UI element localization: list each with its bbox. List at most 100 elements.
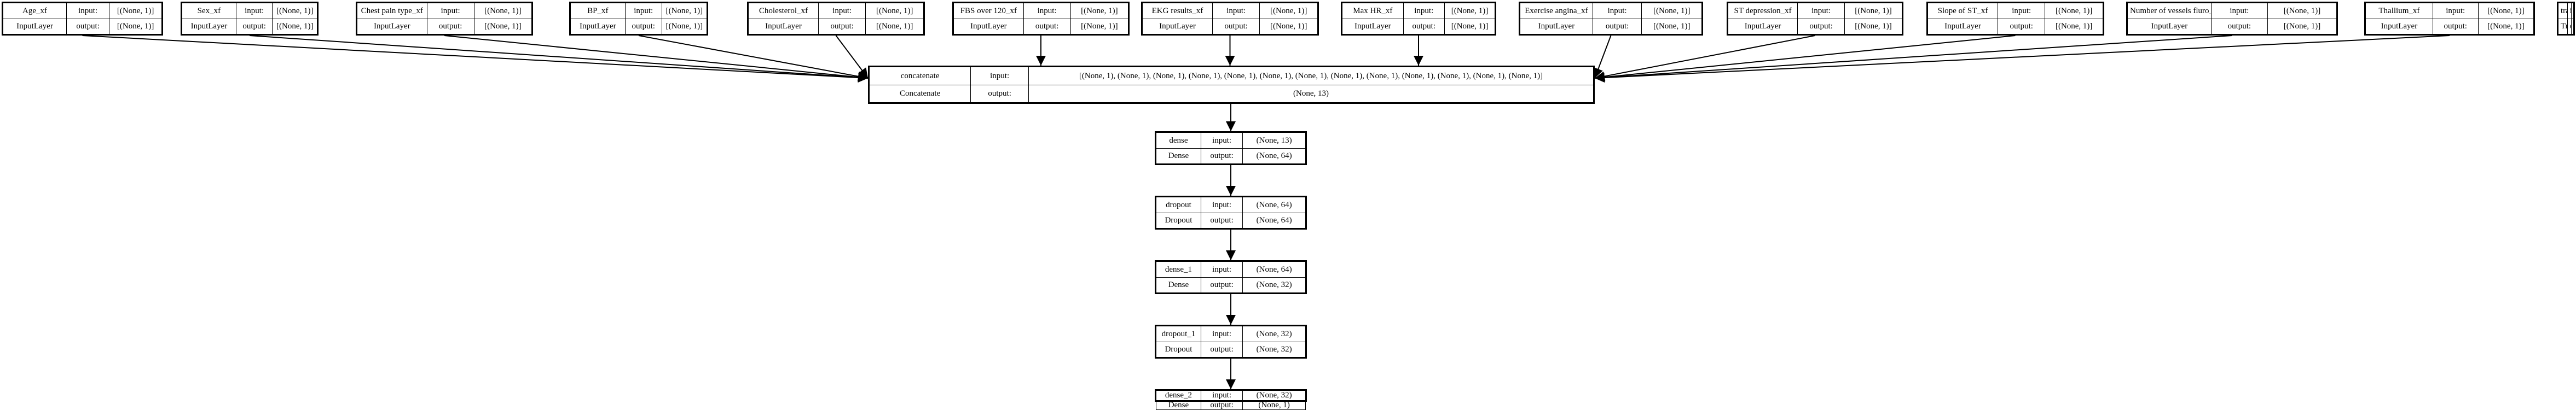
input-label: input: xyxy=(1212,3,1260,19)
layer-type: Dense xyxy=(1156,400,1201,410)
output-shape: [(None, 1)] xyxy=(1844,18,1902,34)
input-label: input: xyxy=(818,3,866,19)
input-shape: [(None, 1)] xyxy=(1070,3,1129,19)
input-label: input: xyxy=(1403,3,1445,19)
output-label: output: xyxy=(2210,18,2268,34)
layer-type: InputLayer xyxy=(1927,18,1998,34)
layer-type: InputLayer xyxy=(182,18,236,34)
input-label: input: xyxy=(624,3,662,19)
output-label: output: xyxy=(1200,277,1243,293)
output-shape: [(None, 1)] xyxy=(2267,18,2337,34)
input-label: input: xyxy=(1200,197,1243,213)
output-label: output: xyxy=(1403,18,1445,34)
layer-type: InputLayer xyxy=(1342,18,1404,34)
layer-name: EKG results_xf xyxy=(1142,3,1213,19)
output-shape: [(None, 1)] xyxy=(865,18,924,34)
layer-type: InputLayer xyxy=(1142,18,1213,34)
input-label: input: xyxy=(2210,3,2268,19)
layer-type: InputLayer xyxy=(1520,18,1593,34)
output-label: output: xyxy=(66,18,110,34)
output-shape: (None, 64) xyxy=(1242,148,1306,164)
input-shape: [(None, 1)] xyxy=(1444,3,1496,19)
input-label: input: xyxy=(1023,3,1071,19)
layer-name: Age_xf xyxy=(3,3,67,19)
layer-type: InputLayer xyxy=(1727,18,1798,34)
input-label: input: xyxy=(1200,326,1243,342)
layer-type: InputLayer xyxy=(357,18,427,34)
output-shape: [(None, 1)] xyxy=(1070,18,1129,34)
edge-input-12 xyxy=(1594,35,2450,83)
layer-type: InputLayer xyxy=(3,18,67,34)
edge-input-4 xyxy=(835,35,869,79)
input-label: input: xyxy=(970,67,1029,85)
layer-name: Max HR_xf xyxy=(1342,3,1404,19)
edge-input-3 xyxy=(638,35,869,81)
input-label: input: xyxy=(1200,261,1243,278)
layer-name: transform_features_layer xyxy=(2558,3,2568,19)
input-shape: [(None, 1)] xyxy=(2477,3,2534,19)
input-label: input: xyxy=(426,3,474,19)
layer-name: Exercise angina_xf xyxy=(1520,3,1593,19)
input-shape: [(None, 1)] xyxy=(1641,3,1702,19)
input-label: input: xyxy=(1200,132,1243,149)
output-label: output: xyxy=(1997,18,2046,34)
input-label: input: xyxy=(66,3,110,19)
output-shape: [(None, 1)] xyxy=(1444,18,1496,34)
output-shape: ? xyxy=(2571,18,2574,34)
layer-type: InputLayer xyxy=(953,18,1024,34)
input-label: input: xyxy=(2432,3,2479,19)
output-label: output: xyxy=(426,18,474,34)
edge-input-1 xyxy=(249,35,869,83)
layer-type: Concatenate xyxy=(869,84,971,103)
input-label: input: xyxy=(235,3,273,19)
output-shape: [(None, 1)] xyxy=(272,18,317,34)
input-shape: (None, 13) xyxy=(1242,132,1306,149)
input-label: input: xyxy=(1592,3,1642,19)
output-label: output: xyxy=(1212,18,1260,34)
input-shape: [(None, 1), (None, 1), (None, 1), (None,… xyxy=(1028,67,1594,85)
layer-type: InputLayer xyxy=(570,18,626,34)
input-shape: [(None, 1)] xyxy=(2045,3,2103,19)
input-shape: ? xyxy=(2571,3,2574,19)
edge-input-10 xyxy=(1594,35,2016,83)
output-shape: (None, 32) xyxy=(1242,277,1306,293)
layer-name: Slope of ST_xf xyxy=(1927,3,1998,19)
input-label: input: xyxy=(1200,390,1243,401)
output-shape: [(None, 1)] xyxy=(1259,18,1318,34)
input-13-node: transform_features_layerinput:?Transform… xyxy=(2557,2,2575,36)
edge-input-9 xyxy=(1594,35,1815,81)
output-label: output: xyxy=(2567,18,2572,34)
layer-type: InputLayer xyxy=(748,18,819,34)
input-shape: [(None, 1)] xyxy=(865,3,924,19)
input-shape: (None, 32) xyxy=(1242,390,1306,401)
input-shape: [(None, 1)] xyxy=(2267,3,2337,19)
layer-name: dropout xyxy=(1156,197,1201,213)
layer-type: InputLayer xyxy=(2127,18,2212,34)
layer-name: dense_1 xyxy=(1156,261,1201,278)
input-shape: [(None, 1)] xyxy=(272,3,317,19)
layer-name: dense_2 xyxy=(1156,390,1201,401)
output-shape: (None, 64) xyxy=(1242,212,1306,229)
input-shape: (None, 64) xyxy=(1242,197,1306,213)
layer-name: Number of vessels fluro_xf xyxy=(2127,3,2212,19)
output-label: output: xyxy=(970,84,1029,103)
input-shape: [(None, 1)] xyxy=(661,3,708,19)
output-shape: (None, 13) xyxy=(1028,84,1594,103)
output-label: output: xyxy=(2432,18,2479,34)
